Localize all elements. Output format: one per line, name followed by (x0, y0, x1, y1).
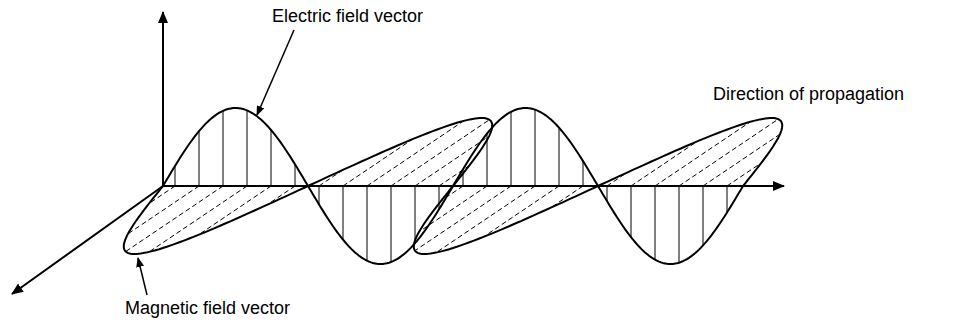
leader-line (257, 30, 294, 115)
electric-hatch (223, 111, 224, 186)
magnetic-hatch (198, 186, 271, 235)
electric-hatch (175, 166, 176, 186)
propagation-axis (163, 185, 784, 187)
electric-hatch (271, 130, 272, 186)
electric-hatch (343, 186, 344, 240)
magnetic-hatch (483, 186, 559, 237)
electric-hatch (703, 186, 704, 245)
electric-hatch (199, 131, 200, 186)
magnetic-hatch (415, 186, 511, 251)
magnetic-hatch (415, 136, 489, 186)
electric-hatch (415, 186, 416, 243)
axis-label: Direction of propagation (713, 84, 904, 105)
electric-hatch (655, 186, 656, 260)
magnetic-hatch (727, 163, 761, 186)
electric-hatch (367, 186, 368, 261)
electric-hatch (391, 186, 392, 262)
electric-hatch (631, 186, 632, 237)
electric-hatch (583, 161, 584, 186)
field-label: Electric field vector (272, 6, 423, 27)
electric-hatch (559, 128, 560, 186)
magnetic-hatch (703, 134, 780, 186)
vertical-axis (162, 12, 164, 186)
electric-hatch (247, 110, 248, 186)
magnetic-hatch (149, 186, 247, 252)
field-label: Magnetic field vector (125, 298, 290, 319)
oblique-axis (12, 186, 163, 294)
magnetic-hatch (126, 186, 223, 252)
electric-hatch (295, 164, 296, 186)
leader-lines (138, 30, 294, 295)
magnetic-hatch (436, 186, 535, 253)
electric-hatch (727, 186, 728, 213)
electric-hatch (439, 186, 440, 209)
electric-hatch (319, 186, 320, 204)
magnetic-hatch (391, 120, 489, 186)
leader-line (138, 258, 147, 295)
electric-hatch (535, 110, 536, 186)
electric-hatch (679, 186, 680, 263)
electric-hatch (511, 112, 512, 186)
